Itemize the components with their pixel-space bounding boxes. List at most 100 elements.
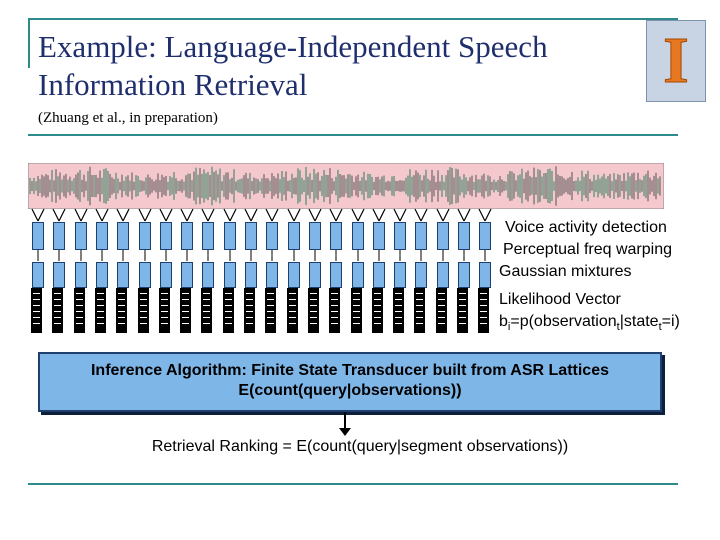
frame-likelihood-vector: [180, 288, 191, 333]
frame-vad-box: [352, 222, 364, 250]
frame-likelihood-vector: [351, 288, 362, 333]
frame-window-line: [95, 208, 103, 222]
frame-likelihood-vector: [159, 288, 170, 333]
formula-p-open: =p(observation: [510, 313, 617, 330]
frame-window-line: [37, 208, 45, 222]
frame-window-line: [265, 208, 273, 222]
label-freq-warping: Perceptual freq warping: [503, 241, 672, 258]
inference-line-2: E(count(query|observations)): [238, 382, 462, 399]
university-logo: I: [646, 20, 706, 102]
frame-likelihood-vector: [414, 288, 425, 333]
frame-likelihood-vector: [265, 288, 276, 333]
frame-window-line: [457, 208, 465, 222]
frame-window-line: [308, 208, 316, 222]
frame-vad-box: [181, 222, 193, 250]
frame-window-line: [116, 208, 124, 222]
frame-vad-box: [202, 222, 214, 250]
frame-window-line: [271, 208, 279, 222]
page-title: Example: Language-Independent Speech Inf…: [38, 28, 638, 104]
frame-feature-box: [479, 262, 491, 288]
footer-rule: [28, 483, 678, 485]
speech-waveform: [28, 163, 664, 209]
frame-window-line: [478, 208, 486, 222]
frame-feature-box: [266, 262, 278, 288]
frame-feature-box: [458, 262, 470, 288]
frame-window-line: [223, 208, 231, 222]
frame-vad-box: [139, 222, 151, 250]
frame-window-line: [80, 208, 88, 222]
frame-window-line: [399, 208, 407, 222]
frame-window-line: [58, 208, 66, 222]
frame-vad-box: [373, 222, 385, 250]
frame-vad-box: [479, 222, 491, 250]
frame-window-line: [186, 208, 194, 222]
frame-window-line: [52, 208, 60, 222]
frame-feature-box: [139, 262, 151, 288]
frame-likelihood-vector: [478, 288, 489, 333]
frame-likelihood-vector: [329, 288, 340, 333]
frame-window-line: [74, 208, 82, 222]
frame-window-line: [335, 208, 343, 222]
frame-window-line: [244, 208, 252, 222]
formula-state: |state: [619, 313, 659, 330]
frame-window-line: [293, 208, 301, 222]
frame-window-line: [287, 208, 295, 222]
frame-likelihood-vector: [244, 288, 255, 333]
frame-feature-box: [415, 262, 427, 288]
frame-window-line: [420, 208, 428, 222]
frame-feature-box: [330, 262, 342, 288]
frame-window-line: [314, 208, 322, 222]
frame-window-line: [329, 208, 337, 222]
frame-feature-box: [245, 262, 257, 288]
frame-window-line: [144, 208, 152, 222]
frame-feature-box: [75, 262, 87, 288]
frame-feature-box: [288, 262, 300, 288]
frame-window-line: [201, 208, 209, 222]
title-top-rule: [28, 18, 678, 20]
subtitle-rule: [28, 134, 678, 136]
formula-end: =i): [661, 313, 680, 330]
frame-vad-box: [32, 222, 44, 250]
label-likelihood-vector: Likelihood Vector: [499, 291, 621, 308]
frame-feature-box: [437, 262, 449, 288]
frame-vad-box: [117, 222, 129, 250]
block-i-icon: I: [663, 24, 690, 98]
inference-box: Inference Algorithm: Finite State Transd…: [38, 352, 662, 412]
frame-window-line: [229, 208, 237, 222]
frame-window-line: [122, 208, 130, 222]
label-voice-activity: Voice activity detection: [505, 219, 667, 236]
frame-window-line: [138, 208, 146, 222]
frame-window-line: [484, 208, 492, 222]
frame-window-line: [393, 208, 401, 222]
frame-likelihood-vector: [223, 288, 234, 333]
frame-likelihood-vector: [116, 288, 127, 333]
frame-feature-box: [202, 262, 214, 288]
frame-feature-box: [373, 262, 385, 288]
frame-vad-box: [160, 222, 172, 250]
retrieval-ranking: Retrieval Ranking = E(count(query|segmen…: [151, 438, 569, 455]
frame-window-line: [414, 208, 422, 222]
formula-sub-t2: t: [658, 321, 662, 334]
frame-likelihood-vector: [287, 288, 298, 333]
title-left-bar: [28, 18, 30, 68]
frame-window-line: [165, 208, 173, 222]
frame-vad-box: [53, 222, 65, 250]
frame-feature-box: [53, 262, 65, 288]
frame-feature-box: [394, 262, 406, 288]
frame-likelihood-vector: [457, 288, 468, 333]
frame-feature-box: [224, 262, 236, 288]
frame-window-line: [250, 208, 258, 222]
label-gaussian-mixtures: Gaussian mixtures: [499, 263, 632, 280]
frame-likelihood-vector: [74, 288, 85, 333]
arrow-head: [339, 428, 351, 436]
frame-vad-box: [309, 222, 321, 250]
frame-window-line: [31, 208, 39, 222]
frame-feature-box: [309, 262, 321, 288]
frame-feature-box: [96, 262, 108, 288]
frame-window-line: [436, 208, 444, 222]
formula-sub-i: i: [507, 321, 511, 334]
label-likelihood-formula: bi=p(observationt|statet=i): [499, 313, 680, 333]
frame-likelihood-vector: [308, 288, 319, 333]
